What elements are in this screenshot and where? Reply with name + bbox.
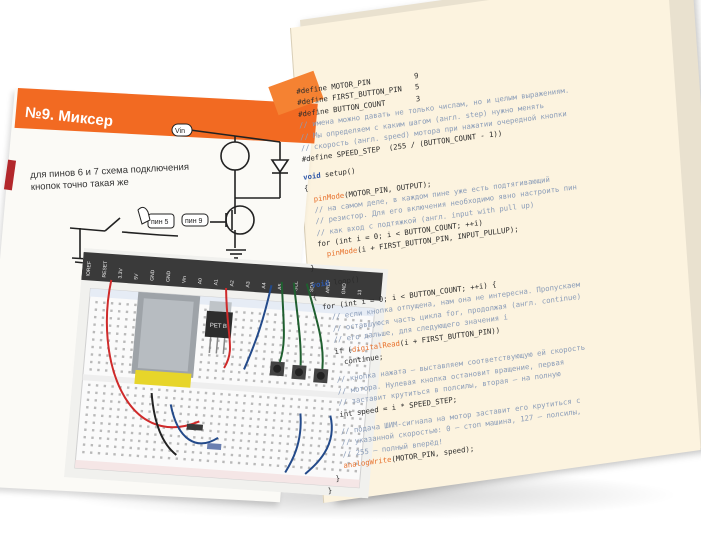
- arduino-pin-label: A2: [229, 280, 236, 287]
- code-listing: #define MOTOR_PIN 9#define FIRST_BUTTON_…: [296, 34, 701, 497]
- code-token: loop(): [333, 274, 360, 288]
- code-token: }: [326, 473, 341, 484]
- code-token: }: [327, 485, 333, 496]
- dc-motor: [131, 291, 201, 388]
- arduino-pin-label: GND: [149, 269, 156, 281]
- arduino-pin-label: RESET: [102, 261, 109, 278]
- svg-text:PET B: PET B: [209, 323, 227, 330]
- arduino-pin-label: A1: [213, 279, 220, 286]
- arduino-pin-label: GND: [341, 283, 348, 295]
- arduino-pin-label: 5V: [133, 273, 140, 280]
- code-token: void: [311, 278, 334, 290]
- arduino-pin-label: A5: [277, 283, 284, 290]
- resistor: [186, 423, 222, 451]
- code-token: {: [303, 183, 309, 193]
- hand-pointer-icon: [137, 206, 151, 225]
- arduino-pin-label: A3: [245, 281, 252, 288]
- breadboard-photo: IOREF RESET 3.3V 5V GND GND Vin A0 A1 A2 A3 A4 A5 SCL…: [63, 248, 389, 499]
- pin9-label: пин 9: [185, 218, 203, 225]
- arduino-pin-label: SDA: [309, 281, 316, 292]
- code-token: [309, 250, 327, 261]
- code-token: {: [312, 291, 318, 302]
- arduino-pin-label: A4: [261, 282, 268, 289]
- arduino-pin-label: 13: [357, 289, 363, 295]
- code-token: void: [302, 169, 326, 182]
- pin5-label: пин 5: [151, 219, 169, 226]
- arduino-pin-labels: IOREF RESET 3.3V 5V GND GND Vin A0 A1 A2 A3 A4 A5 SCL…: [86, 261, 364, 296]
- circuit-schematic: Vin пин 9 пин 5: [69, 123, 290, 264]
- arduino-pin-label: 3.3V: [117, 267, 124, 278]
- arduino-pin-label: Vin: [181, 276, 188, 284]
- arduino-pin-label: SCL: [293, 281, 300, 291]
- code-token: }: [309, 262, 316, 273]
- arduino-pin-label: GND: [165, 270, 172, 282]
- arduino-pin-label: A0: [197, 278, 204, 285]
- arduino-pin-label: IOREF: [86, 261, 93, 277]
- arduino-pin-label: AREF: [325, 280, 332, 294]
- vin-label: Vin: [175, 128, 185, 135]
- push-buttons: [269, 361, 329, 384]
- code-token: [326, 461, 344, 472]
- jumper-wires: [105, 279, 333, 475]
